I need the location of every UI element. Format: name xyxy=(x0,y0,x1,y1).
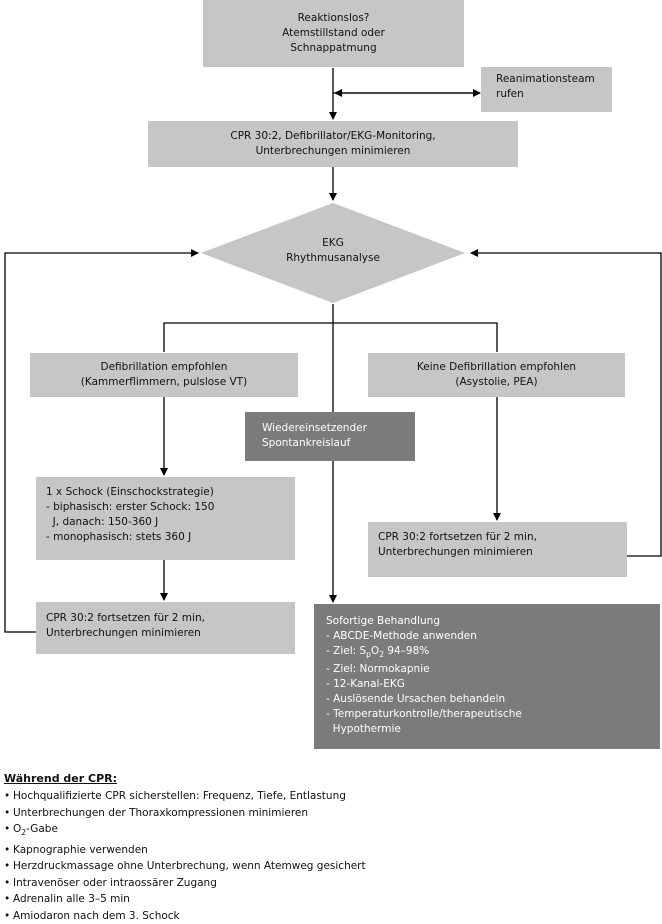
start-line-2: Atemstillstand oder xyxy=(282,27,385,39)
cpr-box: CPR 30:2, Defibrillator/EKG-Monitoring, … xyxy=(148,121,518,167)
cpr-line-1: CPR 30:2, Defibrillator/EKG-Monitoring, xyxy=(230,130,436,142)
list-item: •O2-Gabe xyxy=(4,823,58,838)
cpr-left-line-2: Unterbrechungen minimieren xyxy=(46,627,201,639)
treatment-title: Sofortige Behandlung xyxy=(326,615,440,627)
treatment-item-temperatur: - Temperaturkontrolle/therapeutische xyxy=(326,708,522,721)
rosc-line-1: Wiedereinsetzender xyxy=(262,422,367,434)
shock-line-3: J, danach: 150-360 J xyxy=(46,516,159,528)
defib-yes-line-1: Defibrillation empfohlen xyxy=(100,361,228,373)
cpr-notes: Während der CPR: •Hochqualifizierte CPR … xyxy=(4,770,654,924)
ekg-line-1: EKG xyxy=(322,237,344,249)
branch-line xyxy=(163,322,498,352)
shock-box: 1 x Schock (Einschockstrategie) - biphas… xyxy=(36,477,295,560)
list-item: •Hochqualifizierte CPR sicherstellen: Fr… xyxy=(4,790,346,802)
cpr-notes-list: •Hochqualifizierte CPR sicherstellen: Fr… xyxy=(4,788,654,924)
team-line-1: Reanimationsteam xyxy=(496,73,595,85)
cpr-right-line-1: CPR 30:2 fortsetzen für 2 min, xyxy=(378,531,537,543)
defib-no-line-2: (Asystolie, PEA) xyxy=(455,376,538,388)
ekg-label: EKG Rhythmusanalyse xyxy=(253,236,413,266)
treatment-item-ursachen: - Auslösende Ursachen behandeln xyxy=(326,693,506,706)
cpr-left-box: CPR 30:2 fortsetzen für 2 min, Unterbrec… xyxy=(36,602,295,654)
cpr-left-line-1: CPR 30:2 fortsetzen für 2 min, xyxy=(46,612,205,624)
team-box: Reanimationsteam rufen xyxy=(481,67,612,112)
treatment-item-abcde: - ABCDE-Methode anwenden xyxy=(326,630,477,642)
cpr-line-2: Unterbrechungen minimieren xyxy=(255,145,411,157)
cpr-right-box: CPR 30:2 fortsetzen für 2 min, Unterbrec… xyxy=(368,522,627,577)
defib-no-box: Keine Defibrillation empfohlen (Asystoli… xyxy=(368,353,625,397)
list-item: •Unterbrechungen der Thoraxkompressionen… xyxy=(4,806,309,819)
defib-no-line-1: Keine Defibrillation empfohlen xyxy=(416,361,577,373)
ekg-line-2: Rhythmusanalyse xyxy=(286,252,380,264)
start-box: Reaktionslos? Atemstillstand oder Schnap… xyxy=(203,0,464,67)
treatment-item-normokapnie: - Ziel: Normokapnie xyxy=(326,663,430,676)
shock-line-1: 1 x Schock (Einschockstrategie) xyxy=(46,486,214,498)
shock-line-4: - monophasisch: stets 360 J xyxy=(46,531,192,543)
list-item: •Adrenalin alle 3–5 min xyxy=(4,893,130,906)
cpr-right-line-2: Unterbrechungen minimieren xyxy=(378,546,533,558)
treatment-item-spo2: - Ziel: SpO2 94–98% xyxy=(326,645,430,660)
team-line-2: rufen xyxy=(496,88,524,100)
defib-yes-box: Defibrillation empfohlen (Kammerflimmern… xyxy=(30,353,298,397)
list-item: •Herzdruckmassage ohne Unterbrechung, we… xyxy=(4,860,366,873)
list-item: •Intravenöser oder intraossärer Zugang xyxy=(4,876,217,889)
treatment-item-ekg: - 12-Kanal-EKG xyxy=(326,678,405,691)
start-line-1: Reaktionslos? xyxy=(297,12,370,24)
defib-yes-line-2: (Kammerflimmern, pulslose VT) xyxy=(80,376,248,388)
loop-left xyxy=(4,249,199,633)
cpr-notes-title: Während der CPR: xyxy=(4,772,118,785)
list-item: •Kapnographie verwenden xyxy=(4,843,148,856)
ekg-diamond xyxy=(201,203,465,303)
rosc-box: Wiedereinsetzender Spontankreislauf xyxy=(245,412,415,461)
shock-line-2: - biphasisch: erster Schock: 150 xyxy=(46,501,215,513)
list-item: •Amiodaron nach dem 3. Schock xyxy=(4,909,180,922)
rosc-line-2: Spontankreislauf xyxy=(262,437,351,449)
start-line-3: Schnappatmung xyxy=(290,42,377,54)
treatment-box: Sofortige Behandlung - ABCDE-Methode anw… xyxy=(314,604,660,749)
loop-right xyxy=(470,249,662,557)
treatment-item-hypothermie: Hypothermie xyxy=(326,723,401,736)
